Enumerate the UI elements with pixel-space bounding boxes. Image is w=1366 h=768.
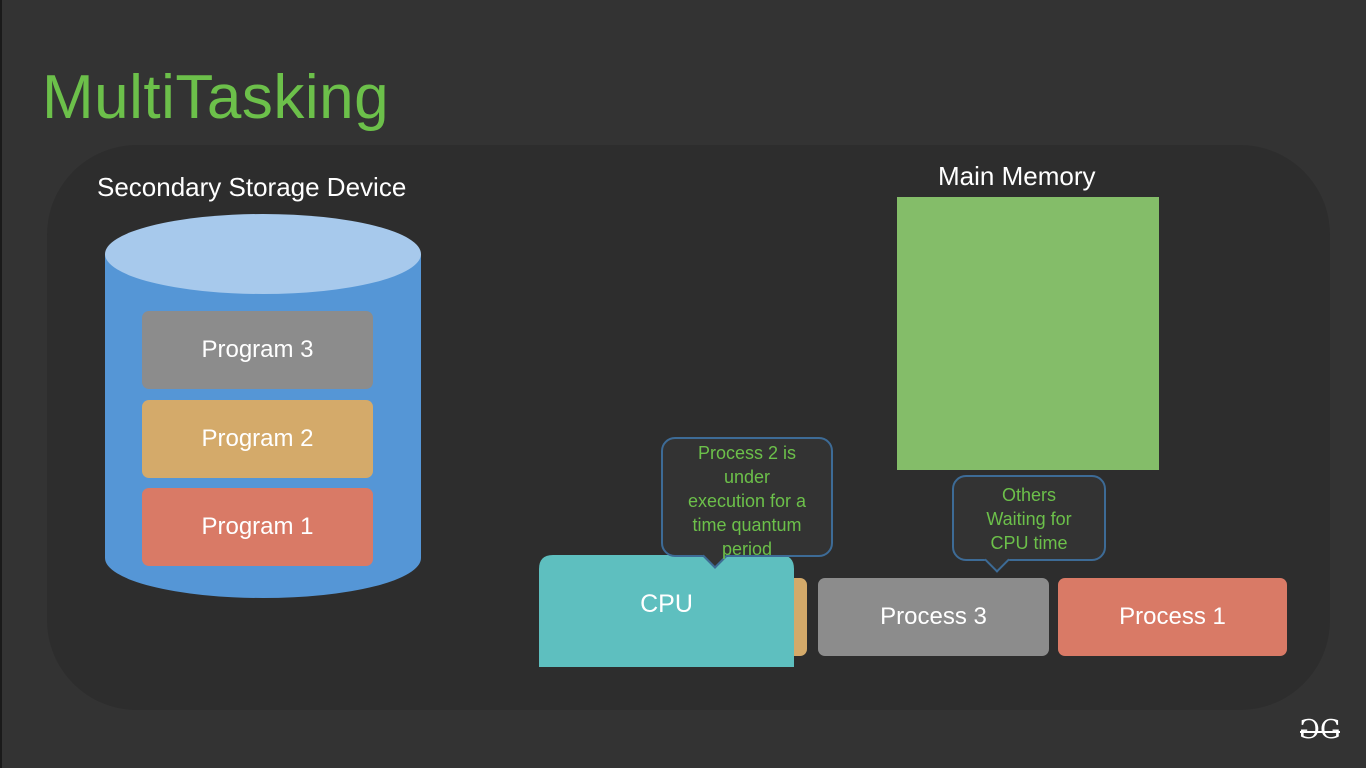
callout-line: Process 2 is <box>697 443 797 463</box>
callout-line: CPU time <box>990 533 1068 553</box>
cpu-callout-text: Process 2 is under execution for a time … <box>663 441 831 561</box>
program-2-block: Program 2 <box>142 400 373 478</box>
cpu-block <box>539 555 794 667</box>
slide-title: MultiTasking <box>42 63 390 132</box>
secondary-storage-label: Secondary Storage Device <box>97 172 407 202</box>
process-3-block: Process 3 <box>818 578 1049 656</box>
callout-line: period <box>721 539 773 559</box>
waiting-callout-text: Others Waiting for CPU time <box>954 483 1104 555</box>
callout-line: under <box>723 467 771 487</box>
program-3-block: Program 3 <box>142 311 373 389</box>
waiting-callout: Others Waiting for CPU time <box>952 475 1106 573</box>
process-1-block: Process 1 <box>1058 578 1287 656</box>
callout-line: Others <box>1001 485 1057 505</box>
cylinder-top <box>105 214 421 294</box>
main-memory-block <box>897 197 1159 470</box>
callout-line: Waiting for <box>986 509 1072 529</box>
cpu-label: CPU <box>640 590 693 618</box>
callout-line: execution for a <box>687 491 807 511</box>
program-1-block: Program 1 <box>142 488 373 566</box>
callout-line: time quantum <box>692 515 802 535</box>
cpu-execution-callout: Process 2 is under execution for a time … <box>661 437 833 569</box>
main-memory-label: Main Memory <box>938 161 1096 191</box>
